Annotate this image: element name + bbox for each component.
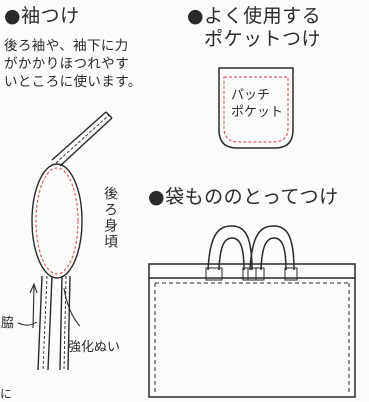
sleeve-description-line-3: いところに使います。 xyxy=(4,74,142,90)
sleeve-description-line-1: 後ろ袖や、袖下に力 xyxy=(4,38,129,54)
pocket-illustration xyxy=(218,67,294,149)
bag-illustration xyxy=(148,225,356,398)
label-side: 脇 xyxy=(1,316,15,331)
sleeve-illustration xyxy=(17,111,113,371)
label-reinforce-stitch: 強化ぬい xyxy=(68,340,121,355)
sleeve-heading: ●袖つけ xyxy=(4,5,80,27)
pocket-label-line-2: ポケット xyxy=(231,105,284,120)
pocket-heading-line-1: ●よく使用する xyxy=(187,5,322,27)
footer-fragment: に xyxy=(0,387,13,401)
label-back-body: 後ろ身頃 xyxy=(102,186,118,250)
bag-heading: ●袋もののとってつけ xyxy=(148,186,339,208)
pocket-heading-line-2: ポケットつけ xyxy=(204,28,322,50)
sleeve-description-line-2: がかかりほつれやす xyxy=(4,56,130,72)
pocket-label-line-1: パッチ xyxy=(231,88,271,103)
